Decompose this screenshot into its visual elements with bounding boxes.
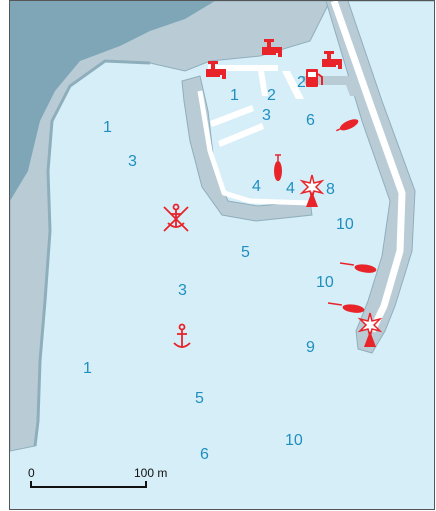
depth-label: 1 — [83, 360, 92, 377]
mooring-buoy-icon — [339, 262, 377, 273]
depth-label: 3 — [128, 153, 137, 170]
mooring-buoy-icon — [336, 119, 359, 132]
east-mole-walkway — [330, 1, 406, 333]
scale-bar: 0 100 m — [28, 466, 167, 488]
depth-label: 9 — [306, 339, 315, 356]
depth-label: 1 — [103, 119, 112, 136]
lighthouse-icon — [357, 312, 383, 347]
pier-3a — [210, 105, 254, 127]
pier-2a — [258, 71, 268, 96]
anchorage-icon — [173, 323, 191, 348]
depth-label: 5 — [195, 390, 204, 407]
depth-label: 1 — [230, 87, 239, 104]
depth-label: 10 — [336, 216, 354, 233]
prohibited-anchorage-icon — [163, 203, 189, 232]
depth-label: 5 — [241, 244, 250, 261]
scale-start-label: 0 — [28, 466, 35, 480]
mooring-buoy-icon — [274, 154, 282, 181]
coastline — [33, 59, 151, 447]
depth-label: 10 — [316, 274, 334, 291]
water-tap-icon — [322, 51, 342, 69]
depth-label: 4 — [286, 180, 295, 197]
depth-label: 3 — [262, 107, 271, 124]
lighthouse-icon — [299, 174, 325, 207]
water-tap-icon — [262, 39, 282, 57]
depth-label: 6 — [200, 446, 209, 463]
land-dark-area — [10, 1, 215, 201]
north-quay — [208, 65, 278, 71]
mooring-buoy-icon — [327, 302, 365, 313]
scale-end-label: 100 m — [134, 466, 167, 480]
west-breakwater — [181, 75, 313, 222]
depth-label: 3 — [178, 282, 187, 299]
depth-label: 2 — [297, 74, 306, 91]
depth-label: 10 — [285, 432, 303, 449]
depth-label: 2 — [267, 87, 276, 104]
depth-label: 4 — [252, 178, 261, 195]
fuel-pump-icon — [306, 69, 323, 87]
west-breakwater-walkway — [197, 90, 311, 206]
depth-label: 8 — [326, 181, 335, 198]
pier-2b — [282, 71, 304, 99]
pier-3b — [218, 123, 264, 147]
depth-label: 6 — [306, 112, 315, 129]
water-tap-icon — [206, 61, 226, 79]
